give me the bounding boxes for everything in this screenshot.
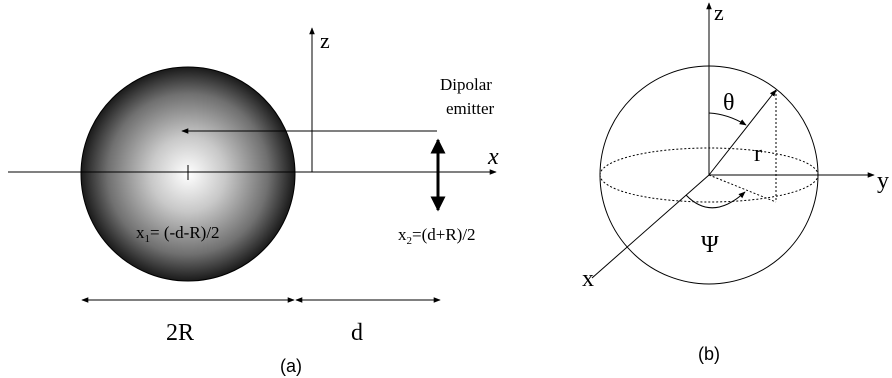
x-label-b: x bbox=[582, 266, 594, 292]
panel-a: z x Dipolar emitter x1= (-d-R)/2 x2=(d+R… bbox=[8, 27, 499, 376]
psi-label: Ψ bbox=[701, 232, 719, 258]
panel-b: z y x θ r Ψ (b) bbox=[582, 0, 889, 364]
caption-b: (b) bbox=[698, 344, 720, 364]
z-label-b: z bbox=[714, 0, 724, 25]
theta-label: θ bbox=[723, 90, 735, 116]
emitter-label-line1: Dipolar bbox=[440, 75, 492, 94]
r-vector bbox=[708, 89, 777, 176]
projection-radial bbox=[708, 174, 777, 203]
emitter-label-line2: emitter bbox=[446, 99, 494, 118]
equator-front bbox=[599, 174, 819, 203]
x-label-a: x bbox=[487, 144, 499, 170]
theta-arc bbox=[708, 112, 747, 126]
x-axis-b bbox=[591, 174, 710, 279]
dimension-d-label: d bbox=[351, 320, 363, 346]
y-label-b: y bbox=[877, 168, 889, 194]
caption-a: (a) bbox=[280, 356, 302, 376]
r-label: r bbox=[754, 141, 762, 167]
psi-arc bbox=[685, 191, 746, 209]
x2-label: x2=(d+R)/2 bbox=[398, 225, 476, 247]
x1-label: x1= (-d-R)/2 bbox=[136, 223, 220, 245]
z-label-a: z bbox=[320, 28, 330, 53]
dimension-2r-label: 2R bbox=[166, 320, 194, 346]
